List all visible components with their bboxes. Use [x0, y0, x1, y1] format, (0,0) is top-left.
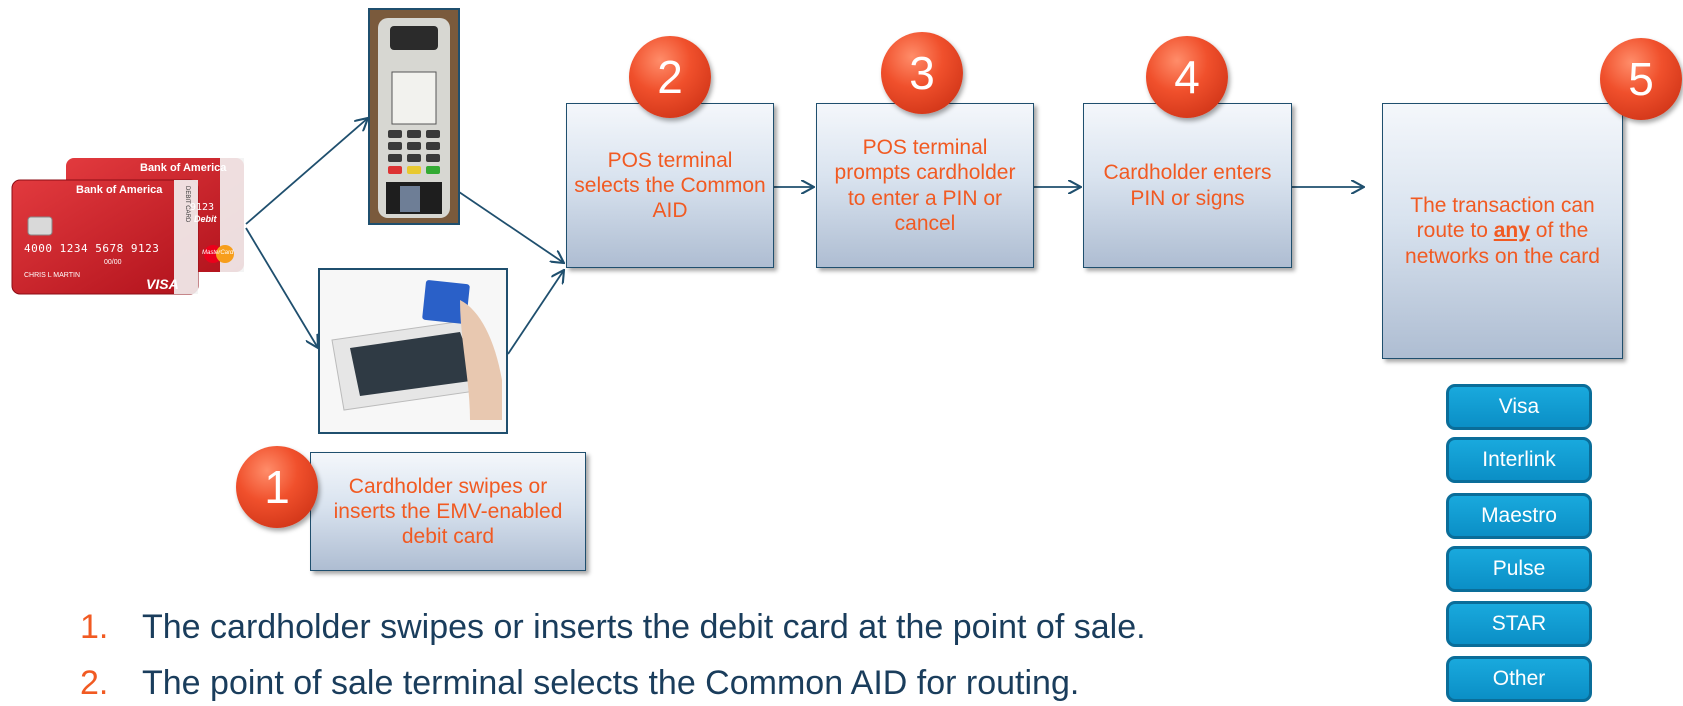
mastercard-logo: MasterCard	[202, 250, 234, 256]
tablet-terminal-image	[318, 268, 508, 434]
card-holder-name: CHRIS L MARTIN	[24, 272, 81, 279]
list-item-1-text: The cardholder swipes or inserts the deb…	[142, 608, 1146, 646]
debit-card-image: Bank of America Bank of America 4000 123…	[8, 152, 248, 296]
card-expiry: 00/00	[104, 259, 122, 266]
card-debit-label: Debit	[194, 214, 217, 224]
visa-logo: VISA	[146, 276, 179, 292]
step-5-emphasis: any	[1493, 219, 1530, 243]
step-3-text: POS terminal prompts cardholder to enter…	[834, 136, 1016, 235]
card-number: 4000 1234 5678 9123	[24, 242, 160, 255]
list-item-1: 1. The cardholder swipes or inserts the d…	[80, 608, 1146, 647]
card-bank-name-back: Bank of America	[140, 162, 227, 174]
step-box-5: The transaction can route to any of the …	[1382, 103, 1623, 359]
list-item-1-number: 1.	[80, 608, 109, 646]
arrow-card-to-terminal	[245, 118, 368, 225]
card-last-digits: 9123	[190, 202, 215, 213]
step-badge-3: 3	[881, 32, 963, 114]
arrow-card-to-tablet	[245, 227, 318, 348]
step-badge-5: 5	[1600, 38, 1682, 120]
step-5-text-after: of the networks on the card	[1405, 219, 1600, 268]
list-item-2-number: 2.	[80, 664, 109, 702]
step-4-text: Cardholder enters PIN or signs	[1103, 161, 1272, 210]
card-type-label: DEBIT CARD	[184, 186, 190, 223]
list-item-2-text: The point of sale terminal selects the C…	[142, 664, 1080, 702]
step-box-4: Cardholder enters PIN or signs	[1083, 103, 1292, 268]
step-1-text: Cardholder swipes or inserts the EMV-ena…	[333, 474, 563, 549]
step-5-text: The transaction can route to any of the …	[1389, 193, 1616, 269]
network-other: Other	[1446, 656, 1592, 702]
card-bank-name: Bank of America	[76, 184, 163, 196]
pos-terminal-image	[368, 8, 460, 225]
step-box-2: POS terminal selects the Common AID	[566, 103, 774, 268]
network-visa: Visa	[1446, 384, 1592, 430]
network-star: STAR	[1446, 601, 1592, 647]
step-2-text: POS terminal selects the Common AID	[574, 148, 766, 223]
step-box-3: POS terminal prompts cardholder to enter…	[816, 103, 1034, 268]
network-pulse: Pulse	[1446, 546, 1592, 592]
step-badge-2: 2	[629, 36, 711, 118]
step-badge-4: 4	[1146, 36, 1228, 118]
network-interlink: Interlink	[1446, 437, 1592, 483]
step-badge-1: 1	[236, 446, 318, 528]
list-item-2: 2. The point of sale terminal selects the…	[80, 664, 1079, 703]
arrow-tablet-to-step2	[507, 270, 564, 355]
step-box-1: Cardholder swipes or inserts the EMV-ena…	[310, 452, 586, 571]
network-maestro: Maestro	[1446, 493, 1592, 539]
step-5-text-before: The transaction can route to	[1410, 194, 1595, 243]
